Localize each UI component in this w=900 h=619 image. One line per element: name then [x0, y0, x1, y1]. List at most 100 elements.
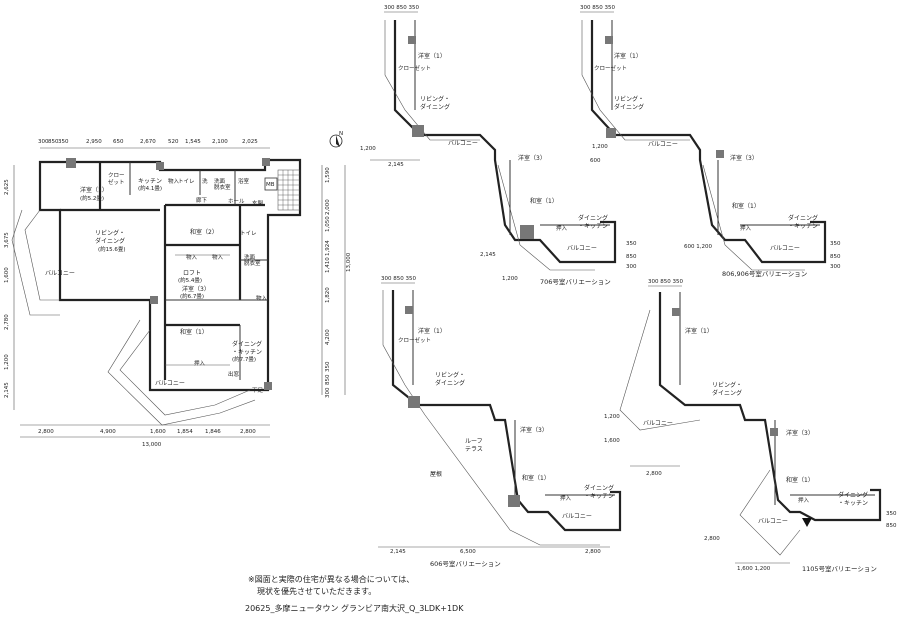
top-dim-label: 2,025	[242, 139, 258, 145]
label-oshiire: 押入	[194, 359, 206, 367]
label-japanese1: 和室（1）	[180, 328, 208, 336]
svg-text:850: 850	[830, 254, 841, 260]
v1105-western3: 洋室（3）	[786, 429, 814, 437]
svg-text:300 850 350: 300 850 350	[384, 5, 419, 11]
svg-text:300 850 350: 300 850 350	[648, 279, 683, 285]
top-dim-label: 520	[168, 139, 179, 145]
top-dim-label: 850	[48, 139, 59, 145]
svg-text:脱衣室: 脱衣室	[214, 183, 231, 191]
svg-text:・キッチン: ・キッチン	[584, 493, 614, 500]
v706-japanese1: 和室（1）	[530, 197, 558, 205]
svg-text:2,800: 2,800	[585, 549, 601, 555]
top-dim-label: 350	[58, 139, 69, 145]
label-western1-area: (約5.2畳)	[80, 194, 104, 202]
v1105-caption: 1105号室バリエーション	[802, 564, 877, 573]
label-bath: 浴室	[238, 177, 250, 185]
label-hall: ホール	[228, 198, 245, 205]
label-toilet: トイレ	[178, 179, 195, 185]
note-line1: ※図面と実際の住宅が異なる場合については、	[248, 574, 414, 584]
label-western3-area: (約6.7畳)	[180, 292, 204, 300]
svg-text:1,600: 1,600	[604, 438, 620, 444]
v606-living: リビング・	[435, 371, 465, 379]
v606-japanese1: 和室（1）	[522, 474, 550, 482]
label-corridor: 廊下	[196, 196, 208, 204]
v706-dk: ダイニング	[578, 214, 608, 222]
v806-oshiire: 押入	[740, 224, 752, 232]
svg-text:300 850 350: 300 850 350	[381, 276, 416, 282]
top-dim-label: 300	[38, 139, 49, 145]
svg-text:2,800: 2,800	[646, 471, 662, 477]
variation-1105: 300 850 350 洋室（1） リビング・ ダイニング バルコニー 洋室（3…	[604, 279, 897, 573]
svg-text:・キッチン: ・キッチン	[578, 223, 608, 230]
svg-text:ゼット: ゼット	[108, 178, 125, 186]
label-dining-kitchen: ダイニング	[232, 340, 262, 348]
left-dim-label: 3,675	[4, 232, 10, 248]
right-dim-label: 1,050	[325, 216, 331, 232]
footer-code: 20625_多摩ニュータウン グランビア南大沢_Q_3LDK+1DK	[245, 603, 464, 613]
top-dim-label: 2,670	[140, 139, 156, 145]
v706-balcony: バルコニー	[448, 140, 478, 147]
bottom-dim-label: 2,800	[240, 429, 256, 435]
left-dim-label: 1,600	[4, 267, 10, 283]
right-dim-label: 1,820	[325, 287, 331, 303]
v606-oshiire: 押入	[560, 494, 572, 502]
v806-dk: ダイニング	[788, 214, 818, 222]
v806-western3: 洋室（3）	[730, 154, 758, 162]
left-dim-label: 2,145	[4, 382, 10, 398]
svg-text:350: 350	[626, 241, 637, 247]
label-hiroba: 下足	[252, 387, 264, 394]
v806-japanese1: 和室（1）	[732, 202, 760, 210]
right-dim-label: 4,200	[325, 329, 331, 345]
svg-text:クローゼット: クローゼット	[594, 64, 627, 72]
label-toilet2: トイレ	[240, 231, 257, 237]
svg-text:6,500: 6,500	[460, 549, 476, 555]
label-balcony-left: バルコニー	[45, 270, 75, 277]
left-dim-label: 1,200	[4, 354, 10, 370]
left-dim-label: 2,625	[4, 179, 10, 195]
v806-western1: 洋室（1）	[614, 52, 642, 60]
svg-text:テラス: テラス	[465, 446, 483, 453]
label-western3: 洋室（3）	[182, 285, 210, 293]
svg-text:脱衣室: 脱衣室	[244, 259, 261, 267]
svg-text:ダイニング: ダイニング	[95, 237, 125, 245]
variation-806-906: 300 850 350 洋室（1） クローゼット リビング・ ダイニング バルコ…	[580, 5, 841, 278]
label-kitchen: キッチン	[138, 178, 162, 185]
svg-text:350: 350	[886, 511, 897, 517]
v1105-balcony: バルコニー	[643, 420, 673, 427]
v1105-dk: ダイニング	[838, 491, 868, 499]
label-entrance: 玄関	[252, 199, 264, 207]
label-dining-kitchen-area: (約7.7畳)	[232, 355, 256, 363]
label-balcony-bottom: バルコニー	[155, 380, 185, 387]
bottom-dim-label: 4,900	[100, 429, 116, 435]
right-dim-label: 1,924	[325, 240, 331, 256]
svg-text:・キッチン: ・キッチン	[788, 223, 818, 230]
label-storage: 物入	[168, 177, 180, 185]
v606-dk: ダイニング	[584, 484, 614, 492]
svg-text:2,145: 2,145	[390, 549, 406, 555]
svg-text:ダイニング: ダイニング	[614, 103, 644, 111]
v1105-western1: 洋室（1）	[685, 327, 713, 335]
v706-oshiire: 押入	[556, 224, 568, 232]
right-total-label: 13,000	[346, 252, 352, 272]
v606-western3: 洋室（3）	[520, 426, 548, 434]
label-closet: クロー	[108, 172, 125, 179]
label-mb: MB	[266, 182, 275, 188]
v706-western1: 洋室（1）	[418, 52, 446, 60]
right-dim-label: 1,590	[325, 167, 331, 183]
svg-text:1,200: 1,200	[604, 414, 620, 420]
label-laundry: 洗	[202, 177, 208, 185]
v1105-balcony2: バルコニー	[758, 518, 788, 525]
svg-text:・キッチン: ・キッチン	[232, 349, 262, 356]
label-loft-area: (約5.4畳)	[178, 276, 202, 284]
svg-text:2,800: 2,800	[704, 536, 720, 542]
svg-text:クローゼット: クローゼット	[398, 336, 431, 344]
svg-text:300: 300	[626, 264, 637, 270]
top-dim-label: 1,545	[185, 139, 201, 145]
label-storage4: 物入	[256, 294, 268, 302]
v806-living: リビング・	[614, 95, 644, 103]
v606-roof-terrace: ルーフ	[465, 438, 483, 445]
svg-text:300 850 350: 300 850 350	[580, 5, 615, 11]
v606-roof: 屋根	[430, 470, 442, 478]
